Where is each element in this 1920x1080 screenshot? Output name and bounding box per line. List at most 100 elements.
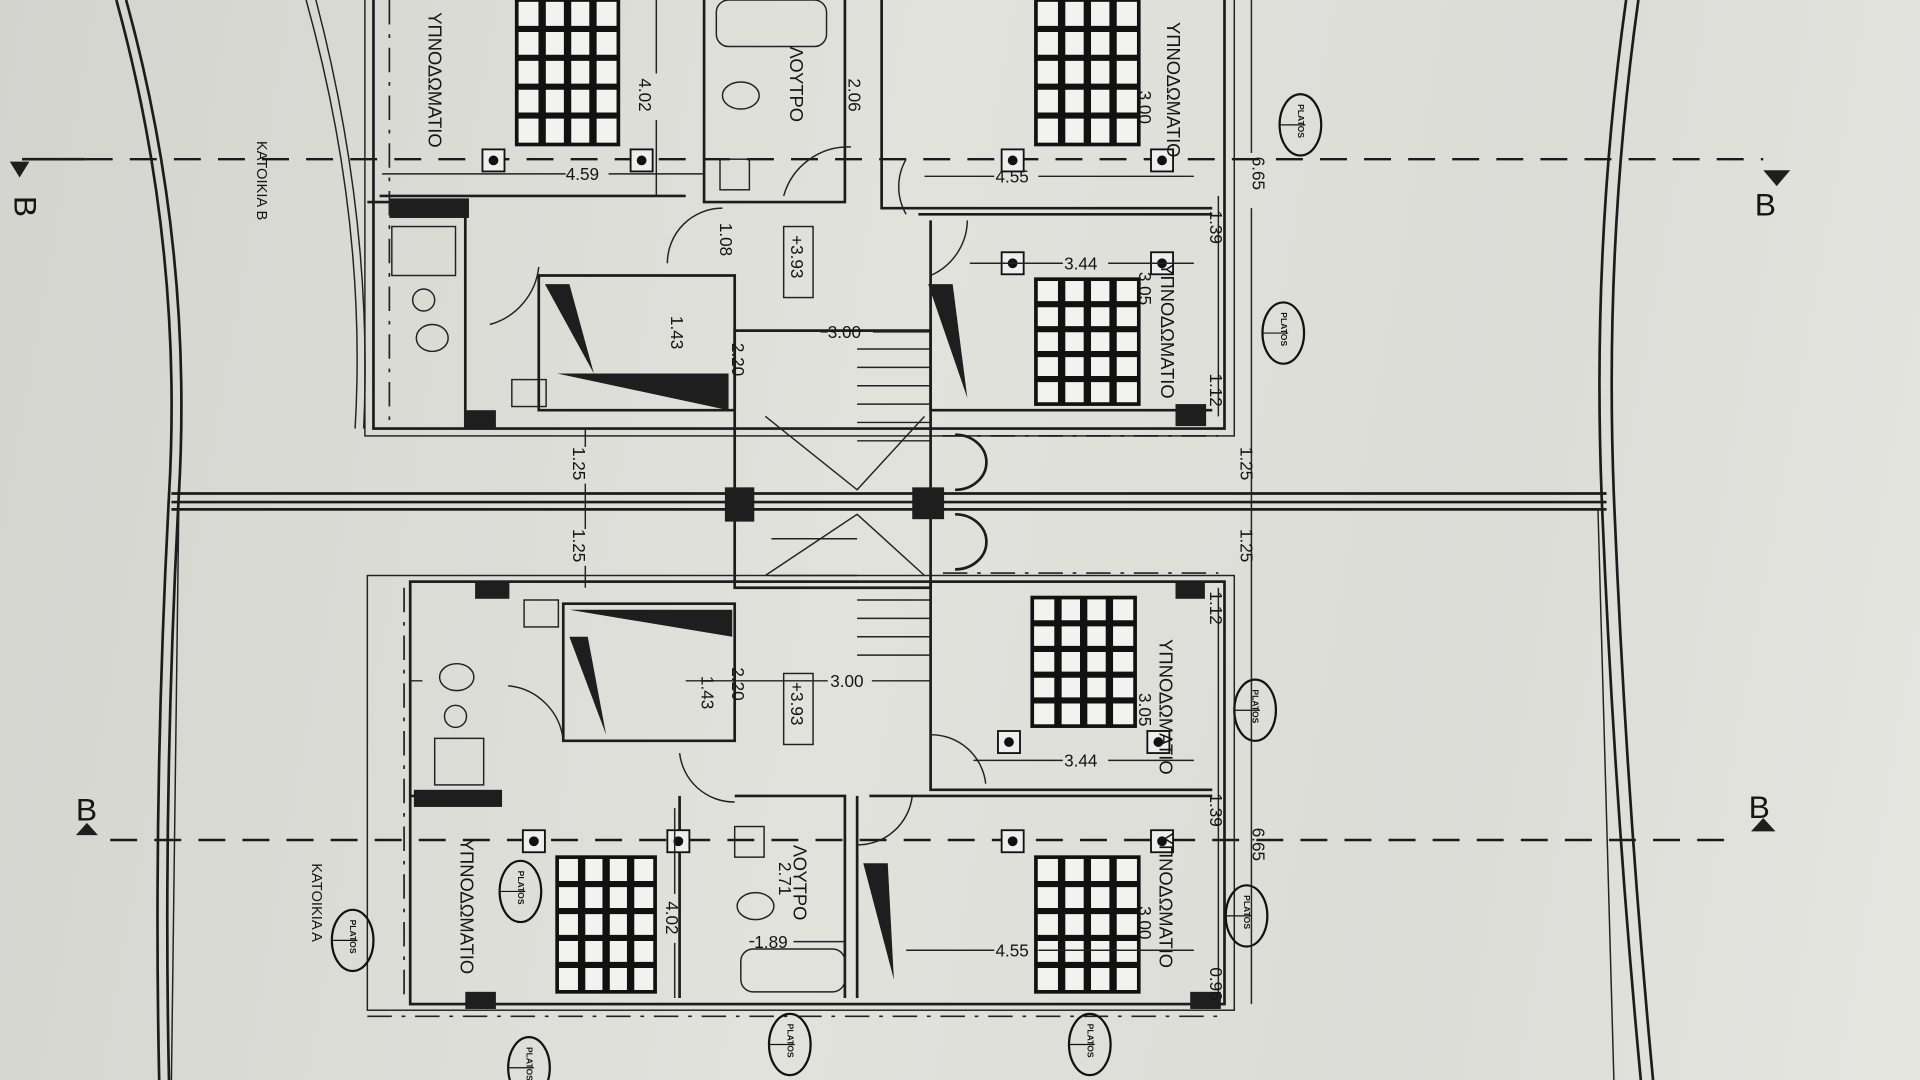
shower-icon [391, 225, 457, 277]
bidet-icon [443, 704, 468, 729]
sink-icon [523, 599, 560, 628]
tree-icon: PLATOS [767, 1012, 812, 1077]
tree-icon: PLATOS [1224, 884, 1269, 948]
bed-icon [481, 0, 654, 173]
level-label: +3.93 [787, 682, 807, 725]
tree-label: PLATOS [525, 1047, 535, 1080]
bathtub-icon [715, 0, 828, 48]
level-box [782, 225, 814, 299]
tree-label: PLATOS [1085, 1024, 1095, 1058]
tree-label: PLATOS [348, 920, 358, 954]
section-marker-label: B [76, 791, 97, 827]
bedroom-label: ΥΠΝΟΔΩΜΑΤΙΟ [1163, 22, 1184, 157]
toilet-icon [721, 81, 760, 110]
dimension-label: 2.06 [845, 78, 865, 111]
tree-icon: PLATOS [498, 859, 543, 924]
dimension-label: 1.12 [1206, 373, 1226, 406]
bathroom-label: ΛΟΥΤΡΟ [786, 47, 807, 123]
dimension-label: 3.00 [828, 322, 861, 342]
bed-icon [1000, 829, 1174, 994]
unit-a-label: ΚΑΤΟΙΚΙΑ Α [308, 863, 324, 942]
dimension-label: 3.00 [1135, 91, 1155, 124]
bedroom-label: ΥΠΝΟΔΩΜΑΤΙΟ [456, 839, 477, 974]
bedroom-label: ΥΠΝΟΔΩΜΑΤΙΟ [425, 12, 446, 147]
tree-icon: PLATOS [1233, 678, 1278, 742]
dimension-label: 0.96 [1206, 967, 1226, 1000]
level-box [782, 672, 814, 746]
tree-icon: PLATOS [1278, 93, 1323, 157]
tree-icon: PLATOS [330, 908, 375, 973]
wardrobe-mark [863, 863, 894, 980]
bedroom-label: ΥΠΝΟΔΩΜΑΤΙΟ [1157, 263, 1178, 398]
wardrobe-mark [569, 609, 733, 637]
bidet-icon [411, 288, 436, 312]
trees: PLATOS PLATOS PLATOS PLATOS PLATOS PLATOS PLAT… [330, 93, 1323, 1080]
tree-label: PLATOS [785, 1024, 795, 1058]
dimension-label: 4.55 [996, 940, 1029, 960]
section-arrow-icon [1751, 817, 1776, 832]
door-swings [489, 146, 987, 846]
dimension-label: 4.55 [996, 166, 1029, 186]
bed-icon [997, 595, 1171, 754]
dimension-label: 1.89 [754, 932, 787, 952]
dimension-label: 1.08 [716, 223, 736, 256]
wardrobe-mark [928, 284, 968, 398]
dimension-label: 2.71 [775, 862, 795, 895]
dimension-label: 3.00 [1135, 906, 1155, 939]
tree-label: PLATOS [1279, 312, 1289, 346]
bathtub-icon [740, 948, 846, 993]
dimension-label: 3.05 [1135, 693, 1155, 726]
dimension-label: 3.05 [1135, 272, 1155, 305]
toilet-icon [415, 323, 449, 353]
section-marker-label: B [1749, 789, 1770, 825]
staircase [764, 348, 988, 656]
bathroom-label: ΛΟΥΤΡΟ [789, 845, 810, 921]
tree-label: PLATOS [1251, 689, 1261, 723]
bedroom-label: ΥΠΝΟΔΩΜΑΤΙΟ [1156, 833, 1177, 968]
tree-label: PLATOS [516, 871, 526, 905]
section-marker-label: B [1755, 187, 1776, 223]
unit-b-label: ΚΑΤΟΙΚΙΑ Β [253, 141, 269, 221]
bed-icon [521, 829, 691, 994]
dimension-label: 2.20 [728, 667, 748, 700]
dimension-label: 4.59 [566, 164, 599, 184]
toilet-icon [438, 662, 475, 692]
dimension-label: 1.12 [1206, 591, 1226, 624]
dimension-label: 3.44 [1064, 751, 1098, 771]
section-lines: B B B B [8, 157, 1791, 842]
wardrobe-mark [569, 636, 607, 735]
site-boundary-lines [115, 0, 1655, 1080]
level-label: +3.93 [787, 235, 807, 278]
bathroom-fixtures [391, 0, 968, 993]
sink-icon [733, 825, 765, 858]
tree-label: PLATOS [1242, 895, 1252, 929]
tree-icon: PLATOS [507, 1036, 551, 1080]
dimension-label: 1.25 [1236, 529, 1256, 562]
dimension-label: 2.20 [728, 343, 748, 376]
dimension-label: 6.65 [1249, 157, 1269, 190]
section-marker-label: B [8, 196, 44, 217]
section-arrow-icon [1763, 170, 1791, 187]
dimension-label: 1.25 [569, 447, 589, 480]
sink-icon [511, 378, 547, 408]
dimension-label: 1.43 [698, 676, 718, 709]
tree-icon: PLATOS [1261, 301, 1306, 365]
sink-icon [719, 158, 751, 191]
section-arrow-icon [75, 822, 98, 836]
beds [481, 0, 1174, 994]
tree-label: PLATOS [1296, 104, 1306, 138]
dimension-label: 1.25 [1236, 447, 1256, 480]
section-arrow-icon [9, 161, 30, 178]
dimension-label: 1.43 [667, 316, 687, 349]
bedroom-label: ΥΠΝΟΔΩΜΑΤΙΟ [1156, 639, 1177, 774]
tree-icon: PLATOS [1067, 1012, 1112, 1077]
wardrobe-mark [557, 373, 729, 411]
dimension-label: 3.00 [830, 671, 863, 691]
dimension-lines [382, 0, 1253, 1005]
wardrobe-mark [544, 284, 594, 374]
shower-icon [433, 737, 485, 786]
dimension-label: 4.02 [662, 901, 682, 934]
dimension-label: 1.39 [1206, 793, 1226, 826]
dimension-label: 1.25 [569, 529, 589, 562]
